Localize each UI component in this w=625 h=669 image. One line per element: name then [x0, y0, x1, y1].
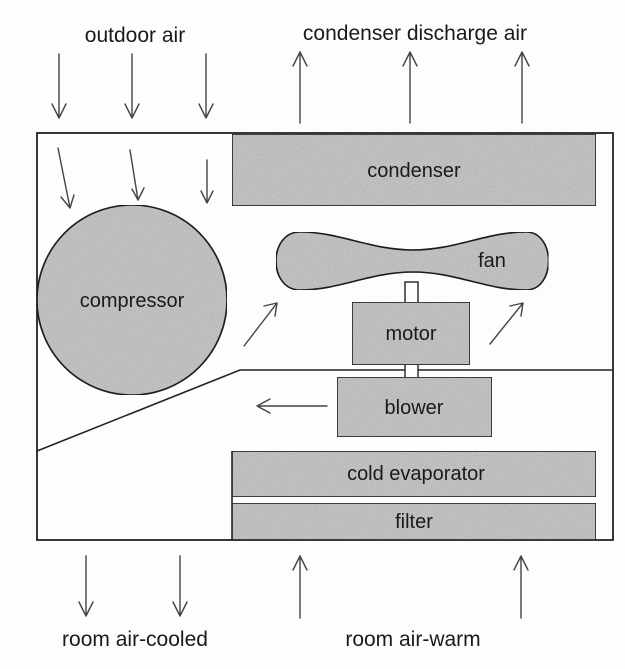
intake-arrow [200, 159, 214, 204]
divider-line [36, 369, 612, 452]
condenser-discharge-air-label: condenser discharge air [303, 22, 527, 45]
up-arrow [292, 555, 308, 619]
up-arrow [514, 51, 530, 124]
fan: fan [275, 231, 550, 291]
up-arrow [292, 51, 308, 124]
motor: motor [351, 301, 471, 366]
cold-evaporator-label: cold evaporator [347, 463, 485, 485]
up-arrow [513, 555, 529, 619]
condenser-label: condenser [367, 160, 461, 182]
intake-arrows [57, 147, 214, 209]
filter-label: filter [395, 511, 433, 533]
fan-label: fan [478, 250, 506, 272]
room-air-warm-arrows [292, 555, 529, 619]
filter: filter [231, 502, 597, 541]
up-arrow [402, 51, 418, 124]
down-arrow [124, 53, 140, 119]
down-arrow [172, 555, 188, 617]
room-air-cooled-label: room air-cooled [62, 628, 208, 651]
down-arrow [78, 555, 94, 617]
outdoor-air-label: outdoor air [85, 24, 185, 47]
blower: blower [336, 376, 493, 438]
outdoor-air-arrows [51, 53, 214, 119]
down-arrow [198, 53, 214, 119]
compressor: compressor [36, 204, 228, 396]
room-air-warm-label: room air-warm [345, 628, 480, 651]
intake-arrow [129, 149, 145, 201]
intake-arrow [57, 147, 75, 209]
motor-label: motor [385, 323, 436, 345]
discharge-arrows [292, 51, 530, 124]
compressor-label: compressor [80, 290, 185, 312]
cold-evaporator: cold evaporator [231, 450, 597, 498]
blower-discharge-arrow [256, 398, 328, 414]
blower-label: blower [385, 397, 444, 419]
room-air-cooled-arrows [78, 555, 188, 617]
condenser: condenser [231, 133, 597, 207]
down-arrow [51, 53, 67, 119]
airflow-arrow-left [243, 302, 278, 347]
airflow-arrow-right [489, 302, 524, 345]
